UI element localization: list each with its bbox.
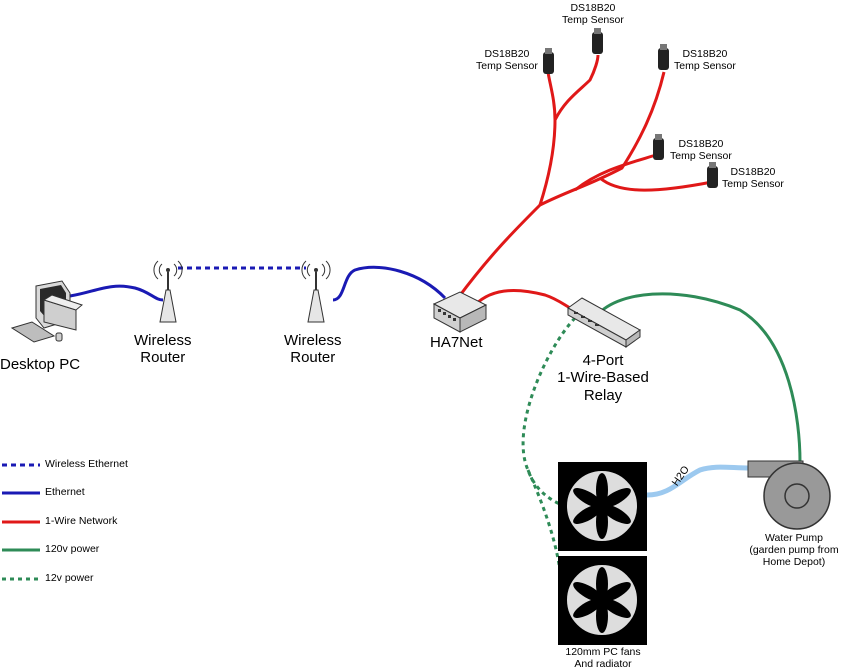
- relay-device-icon: [567, 297, 641, 348]
- relay-label-line1: 4-Port: [582, 352, 624, 369]
- sensor-5-type: Temp Sensor: [722, 178, 784, 191]
- sensor-2-model: DS18B20: [570, 2, 616, 14]
- wireless-router-1-icon: [153, 260, 183, 323]
- ha7net-device-icon: [432, 291, 488, 333]
- legend-swatches: [2, 463, 40, 581]
- relay-label-line2: 1-Wire-Based: [557, 369, 649, 387]
- router-2-label-line2: Router: [290, 349, 336, 367]
- sensor-label-2: DS18B20 Temp Sensor: [562, 2, 624, 26]
- power-12v-line-2: [526, 469, 564, 599]
- sensor-4-type: Temp Sensor: [670, 150, 732, 163]
- pump-label-line3: Home Depot): [762, 556, 826, 569]
- router-2-label: Wireless Router: [284, 332, 342, 367]
- legend-label-ethernet: Ethernet: [45, 486, 85, 498]
- desktop-pc-label: Desktop PC: [0, 356, 81, 373]
- sensor-1-model: DS18B20: [484, 48, 530, 60]
- one-wire-network: [456, 54, 713, 310]
- router-2-label-line1: Wireless: [284, 332, 342, 349]
- sensor-label-5: DS18B20 Temp Sensor: [722, 166, 784, 190]
- ha7net-label: HA7Net: [430, 334, 483, 351]
- sensor-3-type: Temp Sensor: [674, 60, 736, 73]
- router-1-label: Wireless Router: [134, 332, 192, 367]
- router-1-label-line2: Router: [140, 349, 186, 367]
- sensor-2-type: Temp Sensor: [562, 14, 624, 27]
- legend-label-120v: 120v power: [45, 543, 100, 555]
- temp-sensor-icon-4: [653, 134, 664, 160]
- water-pump-icon: [747, 460, 831, 530]
- sensor-label-3: DS18B20 Temp Sensor: [674, 48, 736, 72]
- pump-label: Water Pump (garden pump from Home Depot): [744, 532, 844, 568]
- sensor-label-4: DS18B20 Temp Sensor: [670, 138, 732, 162]
- fan-icon-1: [558, 462, 647, 551]
- pump-label-line2: (garden pump from: [749, 544, 839, 557]
- pump-label-line1: Water Pump: [765, 532, 823, 544]
- temp-sensor-icon-5: [707, 162, 718, 188]
- sensor-4-model: DS18B20: [678, 138, 724, 150]
- power-12v-line-1: [521, 316, 577, 507]
- relay-label: 4-Port 1-Wire-Based Relay: [555, 352, 651, 404]
- fan-icon-2: [558, 556, 647, 645]
- legend-label-12v: 12v power: [45, 572, 94, 584]
- router-1-label-line1: Wireless: [134, 332, 192, 349]
- legend-label-wireless-ethernet: Wireless Ethernet: [45, 458, 128, 470]
- temp-sensor-icon-1: [543, 48, 554, 74]
- fans-label-line2: And radiator: [574, 658, 632, 671]
- ethernet-pc-router: [69, 284, 164, 302]
- relay-label-line3: Relay: [583, 386, 623, 404]
- power-120v-line: [593, 292, 802, 463]
- desktop-pc-icon: [10, 280, 84, 343]
- ethernet-router-ha7net: [332, 265, 447, 302]
- fans-label-line1: 120mm PC fans: [565, 646, 641, 658]
- legend-label-one-wire: 1-Wire Network: [45, 515, 118, 527]
- fans-label: 120mm PC fans And radiator: [556, 646, 650, 670]
- wireless-router-2-icon: [301, 260, 331, 323]
- temp-sensor-icon-2: [592, 28, 603, 54]
- sensor-1-type: Temp Sensor: [476, 60, 538, 73]
- sensor-label-1: DS18B20 Temp Sensor: [476, 48, 538, 72]
- temp-sensor-icon-3: [658, 44, 669, 70]
- sensor-5-model: DS18B20: [730, 166, 776, 178]
- water-hose: [646, 464, 751, 498]
- sensor-3-model: DS18B20: [682, 48, 728, 60]
